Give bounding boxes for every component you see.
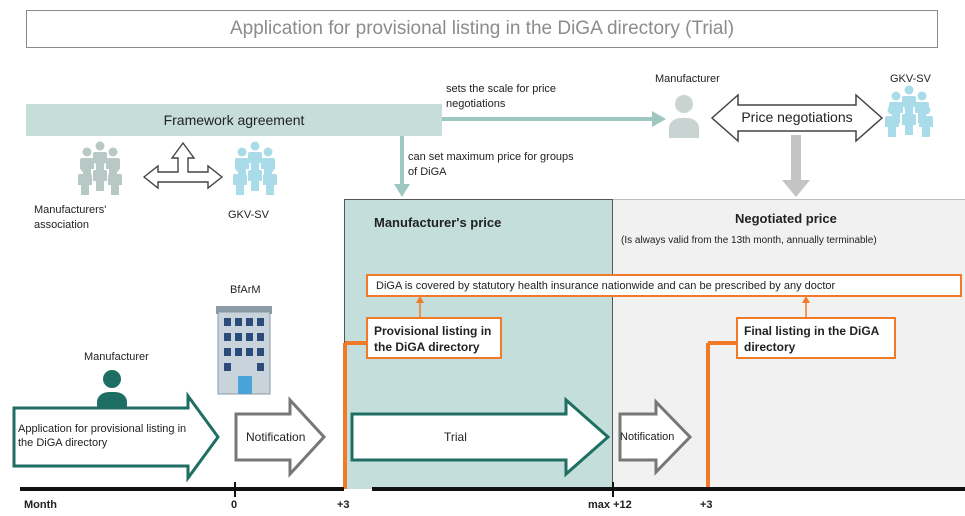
timeline-month-label: Month — [24, 499, 57, 511]
framework-relationship-arrow — [142, 141, 224, 190]
manufacturer-top-icon — [669, 95, 699, 138]
trial-arrow — [350, 396, 611, 478]
gkv-left-label: GKV-SV — [228, 209, 269, 221]
negotiated-price-note: (Is always valid from the 13th month, an… — [621, 235, 877, 246]
gkv-top-label: GKV-SV — [890, 73, 931, 85]
notification-label-2: Notification — [620, 431, 675, 443]
manufacturer-top-label: Manufacturer — [655, 73, 720, 85]
timeline-tick-max12: max +12 — [588, 499, 632, 511]
timeline-tick-plus3-a: +3 — [337, 499, 350, 511]
price-negotiations-label: Price negotiations — [741, 109, 853, 125]
manufacturer-left-label: Manufacturer — [84, 351, 149, 363]
framework-agreement-box: Framework agreement — [26, 104, 442, 136]
timeline-axis — [20, 482, 965, 497]
negotiated-price-heading: Negotiated price — [735, 211, 837, 226]
coverage-arrows — [416, 296, 810, 317]
price-negotiations-arrow — [710, 93, 884, 143]
timeline-tick-plus3-b: +3 — [700, 499, 713, 511]
max-price-note: can set maximum price for groups of DiGA — [408, 151, 574, 178]
application-arrow — [12, 391, 220, 483]
timeline-tick-0: 0 — [231, 499, 238, 511]
provisional-listing-box: Provisional listing in the DiGA director… — [366, 317, 502, 359]
manufacturer-left-icon — [97, 370, 127, 412]
bfarm-label: BfArM — [230, 284, 261, 296]
final-listing-box: Final listing in the DiGA directory — [736, 317, 896, 359]
coverage-statement-box: DiGA is covered by statutory health insu… — [366, 274, 962, 297]
notification-arrow-1 — [234, 396, 327, 478]
trial-label: Trial — [444, 430, 467, 444]
scale-note: sets the scale for price negotiations — [446, 83, 557, 110]
manufacturers-price-heading: Manufacturer's price — [374, 215, 502, 230]
negotiation-down-arrow — [782, 135, 810, 197]
manufacturers-association-label: Manufacturers' association — [34, 204, 107, 231]
diagram-title: Application for provisional listing in t… — [26, 10, 938, 48]
max-price-arrow — [394, 136, 410, 197]
scale-arrow — [442, 111, 666, 127]
bfarm-building-icon — [216, 306, 272, 395]
gkv-top-icon — [885, 85, 933, 137]
notification-label-1: Notification — [246, 430, 306, 444]
gkv-left-icon — [233, 141, 277, 195]
application-label: Application for provisional listing in t… — [18, 423, 187, 449]
listing-markers — [343, 341, 736, 489]
notification-arrow-2 — [618, 398, 693, 476]
manufacturers-association-icon — [78, 141, 122, 195]
